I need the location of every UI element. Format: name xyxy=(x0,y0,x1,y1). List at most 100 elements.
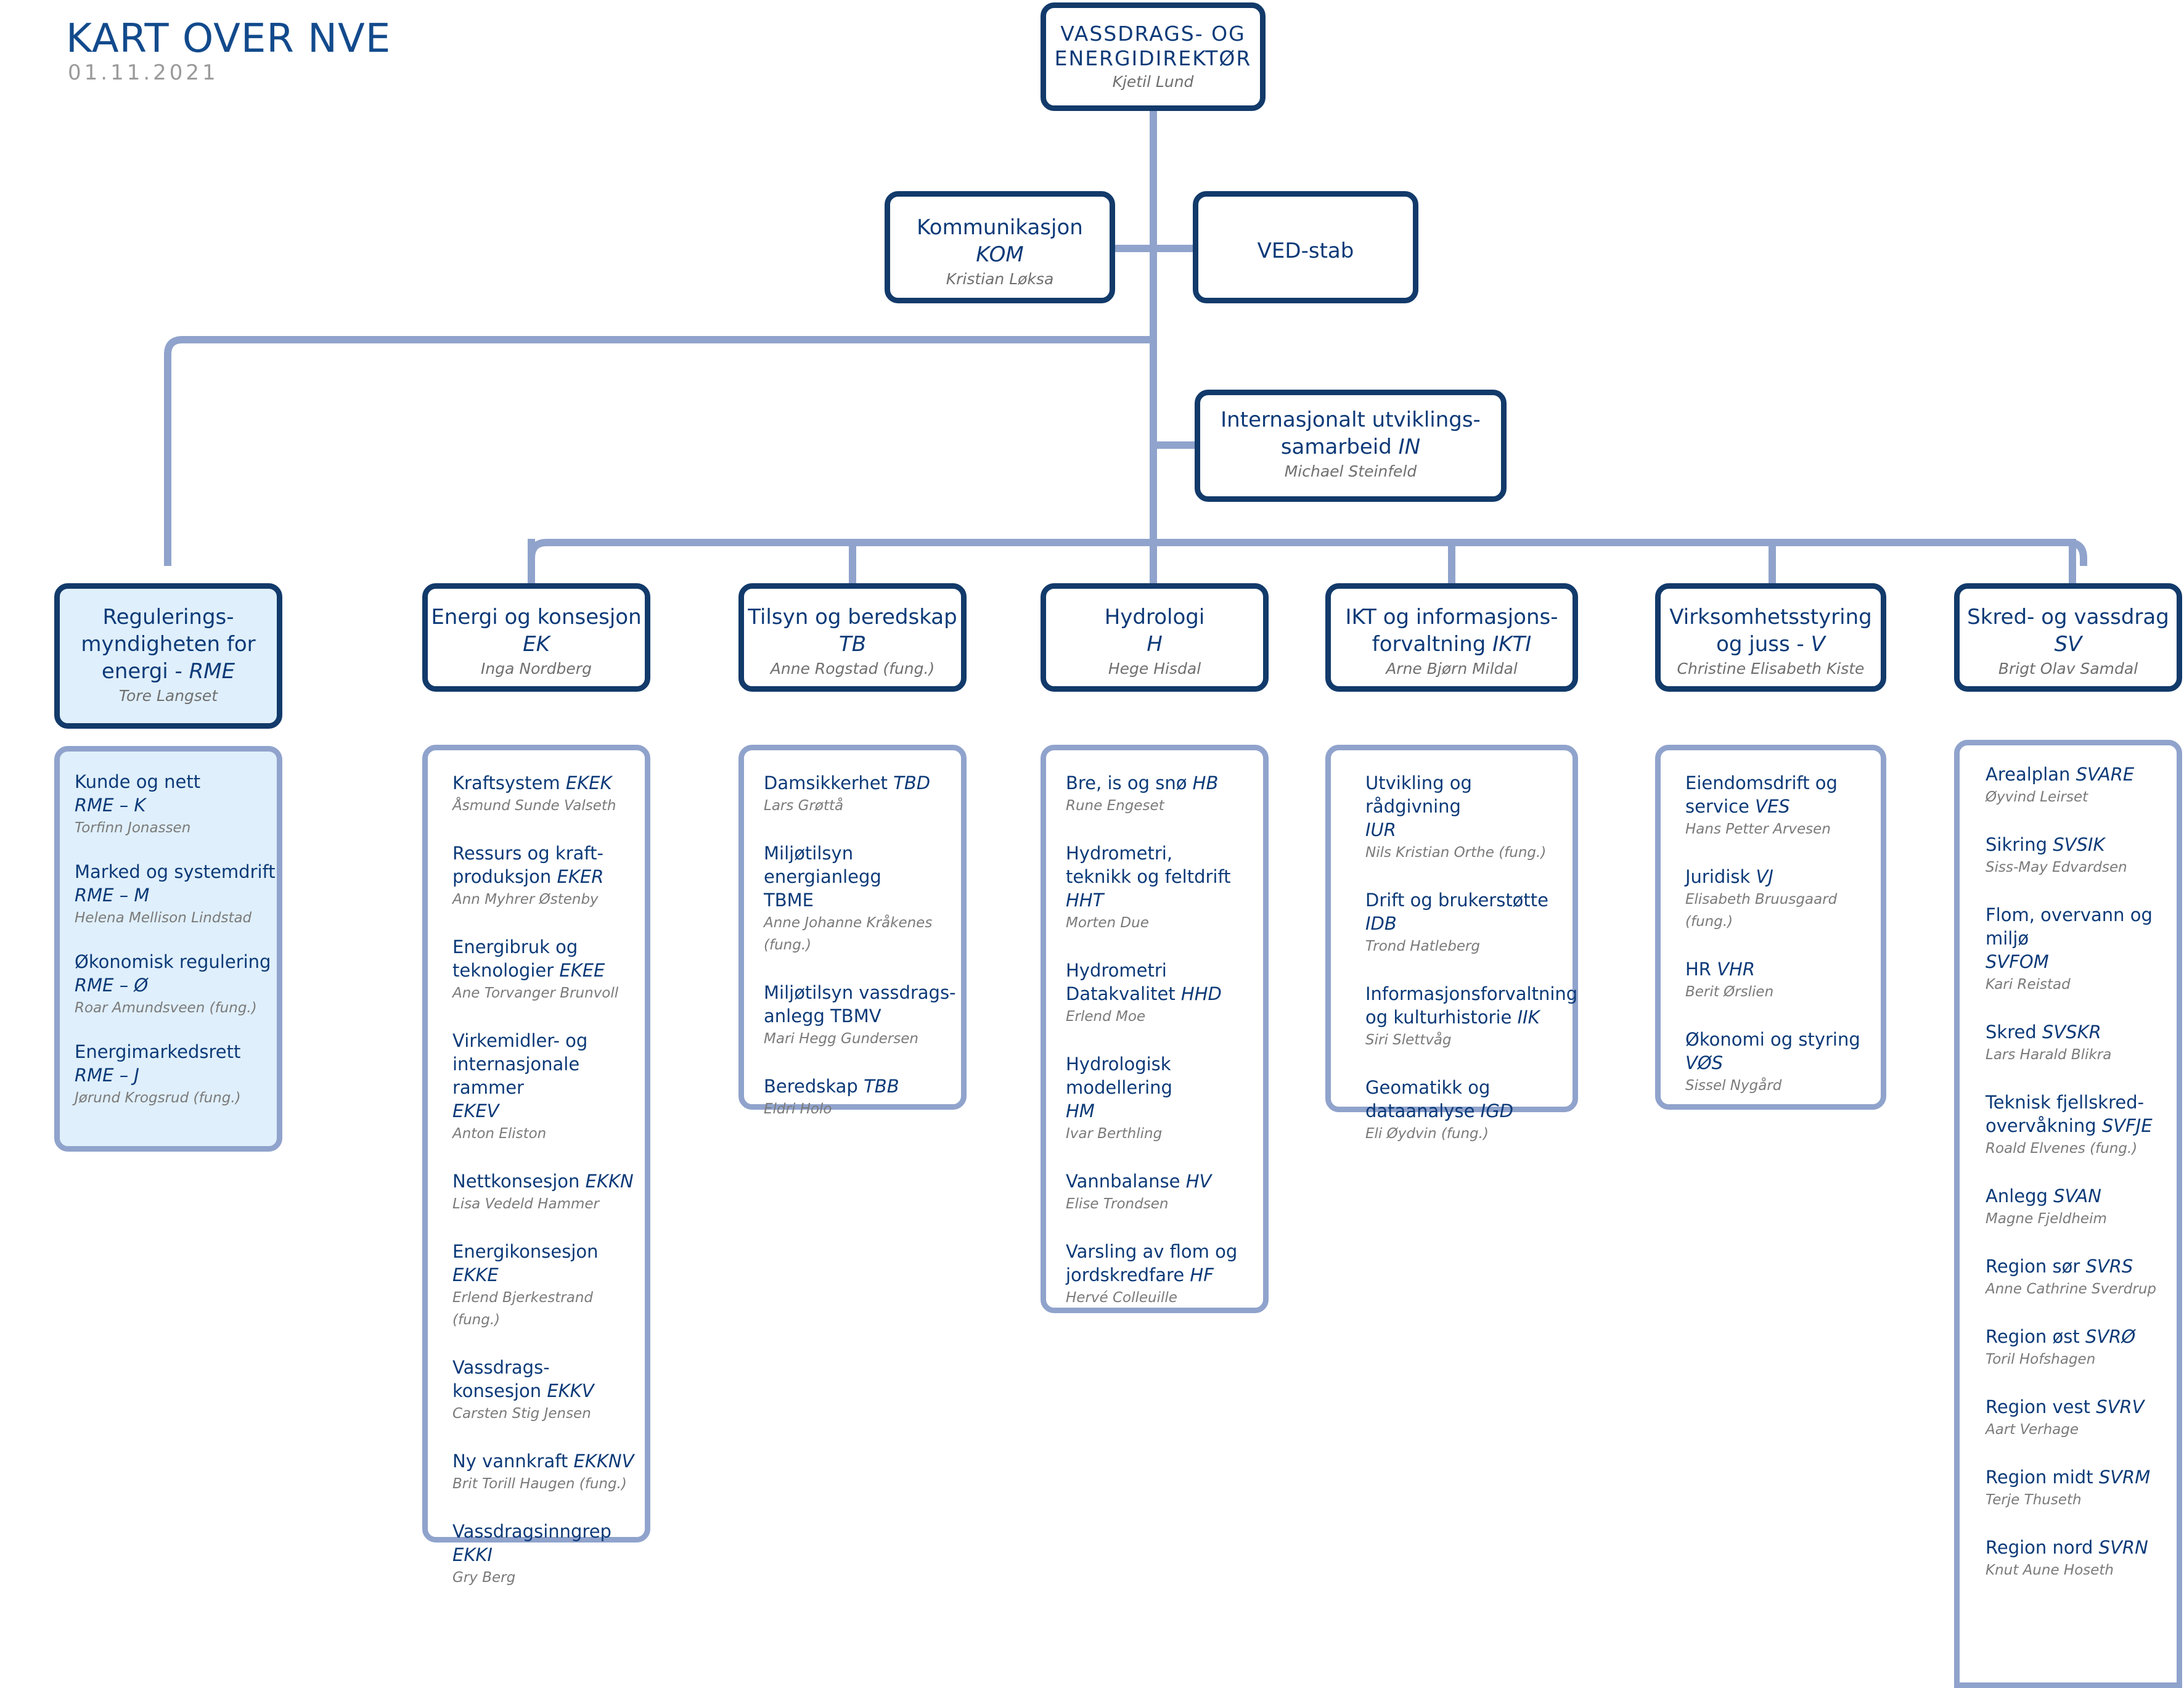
rme-box: Regulerings- myndigheten for energi - RM… xyxy=(54,583,282,729)
unit-code: EKEV xyxy=(452,1100,499,1121)
unit-name: Ny vannkraft EKKNV xyxy=(452,1449,645,1473)
unit-name-text: teknologier xyxy=(452,960,554,981)
staff-ved-title: VED-stab xyxy=(1257,239,1354,263)
unit-name-line1: Flom, overvann og miljø xyxy=(1986,904,2153,949)
unit-item: Ressurs og kraft- produksjon EKER Ann My… xyxy=(452,842,645,911)
unit-name: Region sør SVRS xyxy=(1986,1255,2177,1278)
unit-name: Skred SVSKR xyxy=(1986,1020,2177,1044)
unit-code: IDB xyxy=(1365,913,1397,934)
unit-person: Gry Berg xyxy=(452,1570,516,1586)
unit-name-text: Juridisk xyxy=(1685,866,1751,887)
unit-name-text: Vassdragsinngrep xyxy=(452,1521,611,1542)
unit-name-text: Arealplan xyxy=(1986,764,2071,785)
unit-name: Region midt SVRM xyxy=(1986,1465,2177,1489)
unit-name-line2: dataanalyse IGD xyxy=(1365,1099,1573,1123)
unit-code: EKKI xyxy=(452,1544,493,1565)
staff-in-title-text: samarbeid xyxy=(1280,435,1392,459)
unit-item: Damsikkerhet TBD Lars Grøttå xyxy=(764,771,961,817)
dept-v-box: Virksomhetsstyring og juss - V Christine… xyxy=(1655,583,1886,692)
unit-name-text: Vannbalanse xyxy=(1066,1171,1180,1192)
unit-person: Siss-May Edvardsen xyxy=(1986,859,2127,875)
rme-person: Tore Langset xyxy=(118,687,218,705)
rme-unit-code: RME – K xyxy=(75,795,146,816)
unit-code: EKEE xyxy=(559,960,605,981)
unit-name-text: dataanalyse xyxy=(1365,1100,1481,1121)
unit-code: VJ xyxy=(1756,866,1773,887)
rme-unit: Kunde og nett RME – K Torfinn Jonassen xyxy=(75,770,277,839)
unit-name-text: Ny vannkraft xyxy=(452,1451,568,1472)
unit-code: SVSKR xyxy=(2042,1022,2101,1043)
unit-name: Beredskap TBB xyxy=(764,1075,961,1098)
unit-person: Elisabeth Bruusgaard (fung.) xyxy=(1685,891,1838,930)
dept-h-box: Hydrologi H Hege Hisdal xyxy=(1041,583,1269,692)
unit-item: Beredskap TBB Eldri Holo xyxy=(764,1075,961,1120)
unit-item: Juridisk VJ Elisabeth Bruusgaard (fung.) xyxy=(1685,865,1881,933)
unit-item: HR VHR Berit Ørslien xyxy=(1685,957,1881,1003)
unit-name-text: Økonomi og styring xyxy=(1685,1029,1860,1050)
unit-person: Ann Myhrer Østenby xyxy=(452,891,599,908)
dept-h-person: Hege Hisdal xyxy=(1108,660,1201,678)
unit-code: SVRØ xyxy=(2085,1326,2136,1347)
unit-name-text: konsesjon xyxy=(452,1380,542,1401)
unit-item: Region vest SVRV Aart Verhage xyxy=(1986,1395,2177,1441)
unit-person: Anne Cathrine Sverdrup xyxy=(1986,1281,2157,1297)
unit-name-line1: Virkemidler- og xyxy=(452,1030,588,1051)
unit-name-line2: konsesjon EKKV xyxy=(452,1379,645,1403)
unit-code: HHD xyxy=(1180,983,1222,1004)
dept-h-units-box: Bre, is og snø HB Rune Engeset Hydrometr… xyxy=(1041,745,1269,1313)
unit-name: Anlegg SVAN xyxy=(1986,1184,2177,1208)
unit-name-line2: teknologier EKEE xyxy=(452,959,645,982)
dept-ek-box: Energi og konsesjon EK Inga Nordberg xyxy=(422,583,650,692)
unit-code: HV xyxy=(1185,1171,1212,1192)
rme-unit-code: RME – J xyxy=(75,1065,139,1086)
unit-name-text: overvåkning xyxy=(1986,1115,2096,1136)
dept-v-title-text: og juss - xyxy=(1716,632,1811,657)
unit-person: Siri Slettvåg xyxy=(1365,1032,1452,1048)
unit-name-text: Region nord xyxy=(1986,1537,2093,1558)
rme-units-box: Kunde og nett RME – K Torfinn Jonassen M… xyxy=(54,746,282,1152)
unit-name-line1: Miljøtilsyn energianlegg xyxy=(764,843,881,887)
director-title-line2: ENERGIDIREKTØR xyxy=(1054,46,1252,70)
unit-name-line2: jordskredfare HF xyxy=(1066,1263,1263,1287)
unit-name-text: Bre, is og snø xyxy=(1066,772,1187,793)
dept-v-title-line2: og juss - V xyxy=(1661,631,1881,658)
unit-name-line2: overvåkning SVFJE xyxy=(1986,1114,2177,1137)
dept-sv-box: Skred- og vassdrag SV Brigt Olav Samdal xyxy=(1954,583,2182,692)
unit-person: Morten Due xyxy=(1066,915,1149,931)
unit-name-text: service xyxy=(1685,796,1749,817)
unit-name-text: teknikk og feltdrift xyxy=(1066,866,1231,887)
dept-ikti-code: IKTI xyxy=(1492,632,1532,657)
unit-code: IUR xyxy=(1365,819,1396,840)
staff-kom-title: Kommunikasjon xyxy=(917,215,1083,240)
unit-name-line2: og kulturhistorie IIK xyxy=(1365,1006,1573,1029)
unit-person: Ivar Berthling xyxy=(1066,1126,1163,1142)
unit-item: Nettkonsesjon EKKN Lisa Vedeld Hammer xyxy=(452,1170,645,1215)
unit-code: HF xyxy=(1190,1264,1214,1285)
unit-name-line1: Teknisk fjellskred- xyxy=(1986,1092,2145,1113)
unit-person: Aart Verhage xyxy=(1986,1422,2079,1438)
dept-tb-box: Tilsyn og beredskap TB Anne Rogstad (fun… xyxy=(738,583,967,692)
unit-person: Erlend Bjerkestrand (fung.) xyxy=(452,1290,593,1328)
unit-person: Anne Johanne Kråkenes (fung.) xyxy=(764,915,933,953)
unit-name: HR VHR xyxy=(1685,957,1881,981)
unit-person: Erlend Moe xyxy=(1066,1009,1146,1025)
unit-name-line2: produksjon EKER xyxy=(452,865,645,888)
unit-person: Trond Hatleberg xyxy=(1365,938,1481,954)
dept-v-title: Virksomhetsstyring xyxy=(1669,605,1872,629)
unit-person: Kari Reistad xyxy=(1986,977,2071,993)
unit-item: Informasjonsforvaltning og kulturhistori… xyxy=(1365,982,1577,1051)
unit-item: Teknisk fjellskred- overvåkning SVFJE Ro… xyxy=(1986,1091,2177,1160)
page-date: 01.11.2021 xyxy=(68,60,219,85)
unit-name-line1: Utvikling og rådgivning xyxy=(1365,772,1472,817)
unit-name-line1: Miljøtilsyn vassdrags- xyxy=(764,982,956,1003)
unit-name-line1: Geomatikk og xyxy=(1365,1077,1491,1098)
unit-person: Toril Hofshagen xyxy=(1986,1351,2096,1367)
unit-person: Lars Harald Blikra xyxy=(1986,1047,2112,1063)
unit-name-line2: TBME xyxy=(764,890,814,911)
unit-code: SVFJE xyxy=(2101,1115,2153,1136)
unit-item: Miljøtilsyn energianlegg TBME Anne Johan… xyxy=(764,842,961,956)
unit-item: Energibruk og teknologier EKEE Ane Torva… xyxy=(452,935,645,1004)
unit-code: EKKE xyxy=(452,1264,499,1285)
unit-name-line2: teknikk og feltdrift HHT xyxy=(1066,865,1263,912)
unit-person: Anton Eliston xyxy=(452,1126,547,1142)
